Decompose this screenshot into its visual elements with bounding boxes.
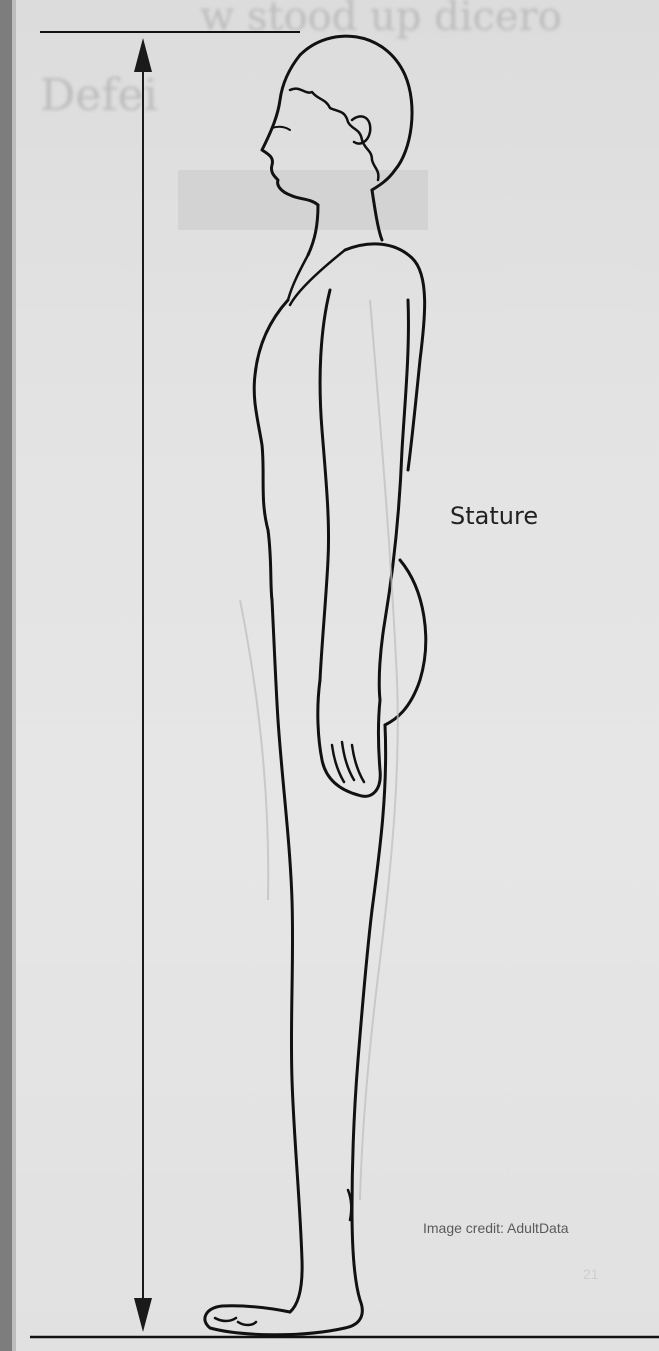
stature-label: Stature: [450, 502, 538, 530]
image-credit: Image credit: AdultData: [423, 1220, 569, 1236]
dimension-arrow-icon: [134, 38, 152, 1332]
page-number: 21: [583, 1266, 599, 1282]
human-figure-icon: [205, 36, 426, 1335]
